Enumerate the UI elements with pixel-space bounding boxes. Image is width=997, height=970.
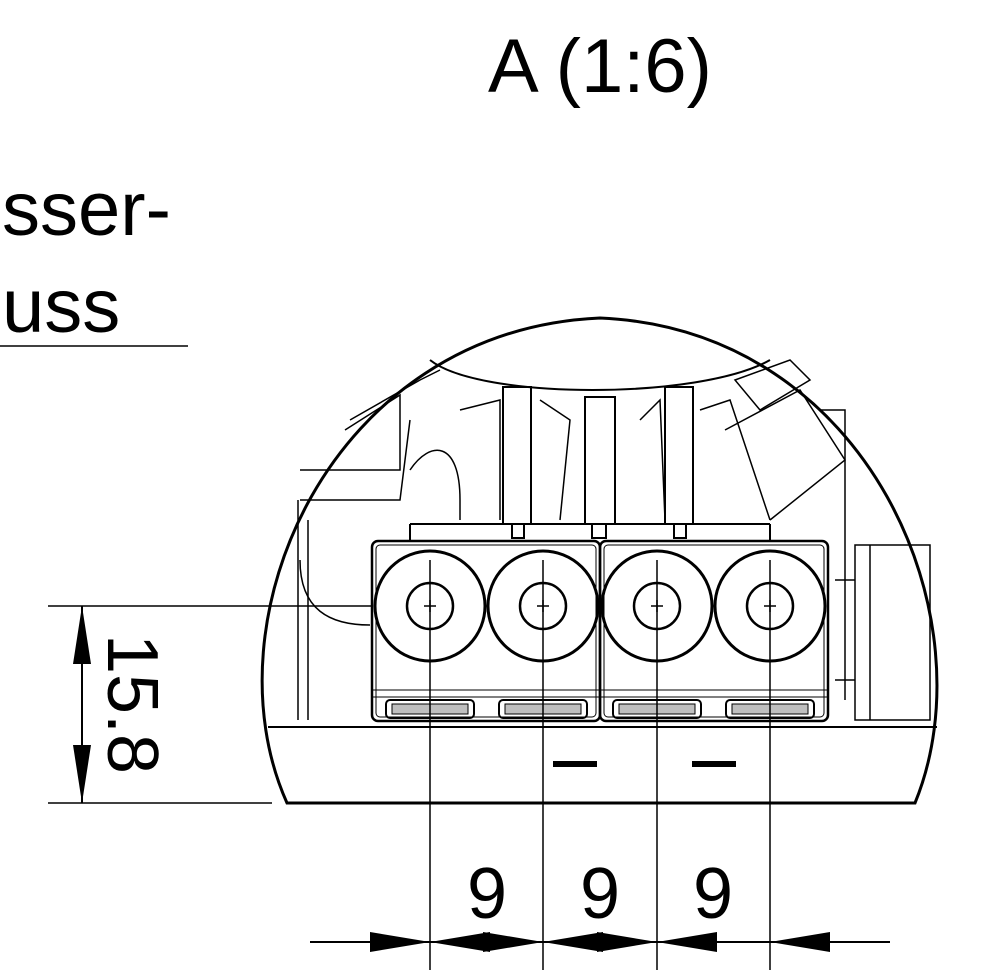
vertical-dimension	[73, 606, 91, 803]
pitch-extension-lines	[429, 560, 771, 970]
terminal-block	[370, 523, 830, 723]
housing-internals	[297, 359, 931, 721]
pitch-label-2: 9	[580, 854, 620, 934]
pitch-label-1: 9	[467, 854, 507, 934]
pitch-label-3: 9	[693, 854, 733, 934]
note-line-2: uss	[2, 264, 120, 349]
pitch-dimension-line	[310, 932, 890, 952]
dimension-15-8-label: 15.8	[92, 634, 172, 774]
note-line-1: sser-	[2, 167, 171, 252]
tube-bars	[502, 386, 694, 539]
view-title: A (1:6)	[488, 24, 712, 109]
